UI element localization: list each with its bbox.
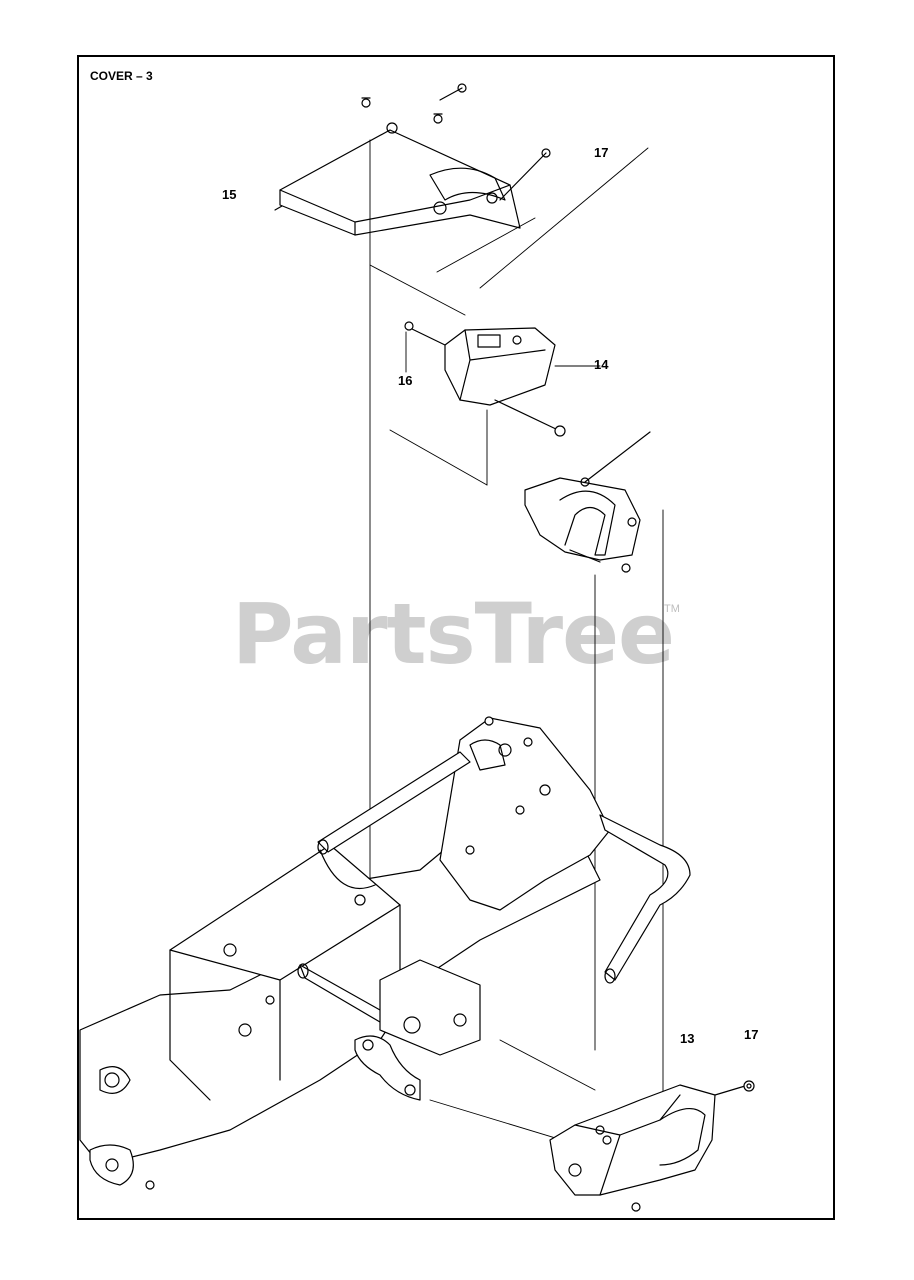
bracket-mid [524,431,651,573]
callout-13: 13 [680,1031,695,1046]
part-15-hardware [361,83,551,201]
trademark-mark: TM [664,603,680,615]
frame-rear-section [439,716,611,911]
center-mounts [354,959,481,1101]
part-14-center-cover [404,321,566,437]
part-15-top-cover [274,129,521,236]
callout-17-bottom: 17 [744,1027,759,1042]
callout-14: 14 [594,357,609,372]
part-13-bottom-cover [549,1080,755,1212]
alignment-lines [369,139,664,1151]
diagram-frame [77,55,835,1220]
callout-15: 15 [222,187,237,202]
tube-bars [297,751,691,1026]
parts-tree-watermark: PartsTree [232,585,675,683]
page-title: COVER – 3 [90,69,153,83]
callout-16: 16 [398,373,413,388]
callout-17-top: 17 [594,145,609,160]
